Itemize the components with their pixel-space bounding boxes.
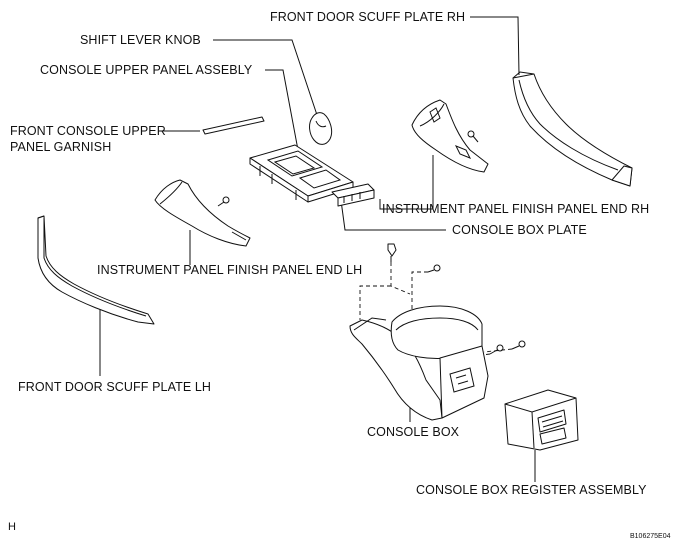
shift-lever-knob bbox=[309, 112, 333, 145]
label-console-box: CONSOLE BOX bbox=[367, 425, 460, 439]
instrument-panel-finish-panel-end-lh bbox=[154, 179, 251, 247]
instrument-panel-finish-panel-end-rh bbox=[411, 99, 489, 173]
front-door-scuff-plate-lh bbox=[37, 215, 155, 325]
label-shift-lever-knob: SHIFT LEVER KNOB bbox=[80, 33, 201, 47]
leader-end-rh bbox=[379, 155, 434, 210]
label-front-console-upper-panel-garnish-line1: FRONT CONSOLE UPPER bbox=[10, 124, 166, 138]
console-box-fasteners bbox=[387, 243, 526, 355]
front-door-scuff-plate-rh bbox=[512, 71, 633, 187]
front-console-upper-panel-garnish bbox=[202, 116, 265, 135]
figure-code: B106275E04 bbox=[630, 533, 671, 540]
label-front-console-upper-panel-garnish-line2: PANEL GARNISH bbox=[10, 140, 112, 154]
leader-lines bbox=[99, 16, 536, 482]
label-console-box-register-assembly: CONSOLE BOX REGISTER ASSEMBLY bbox=[416, 483, 647, 497]
console-box-plate bbox=[331, 183, 375, 207]
console-box-register-assembly bbox=[504, 389, 579, 451]
label-front-door-scuff-plate-rh: FRONT DOOR SCUFF PLATE RH bbox=[270, 10, 466, 24]
corner-letter: H bbox=[8, 521, 17, 533]
console-box-assembly bbox=[349, 305, 489, 421]
label-front-door-scuff-plate-lh: FRONT DOOR SCUFF PLATE LH bbox=[18, 380, 212, 394]
label-instrument-panel-finish-panel-end-rh: INSTRUMENT PANEL FINISH PANEL END RH bbox=[382, 202, 650, 216]
leader-shift-knob bbox=[213, 39, 318, 116]
label-instrument-panel-finish-panel-end-lh: INSTRUMENT PANEL FINISH PANEL END LH bbox=[97, 263, 363, 277]
label-console-upper-panel-assebly: CONSOLE UPPER PANEL ASSEBLY bbox=[40, 63, 253, 77]
label-console-box-plate: CONSOLE BOX PLATE bbox=[452, 223, 587, 237]
console-upper-panel-assembly bbox=[249, 144, 354, 203]
leader-scuff-rh bbox=[470, 16, 520, 76]
leader-upper-panel bbox=[265, 69, 299, 151]
